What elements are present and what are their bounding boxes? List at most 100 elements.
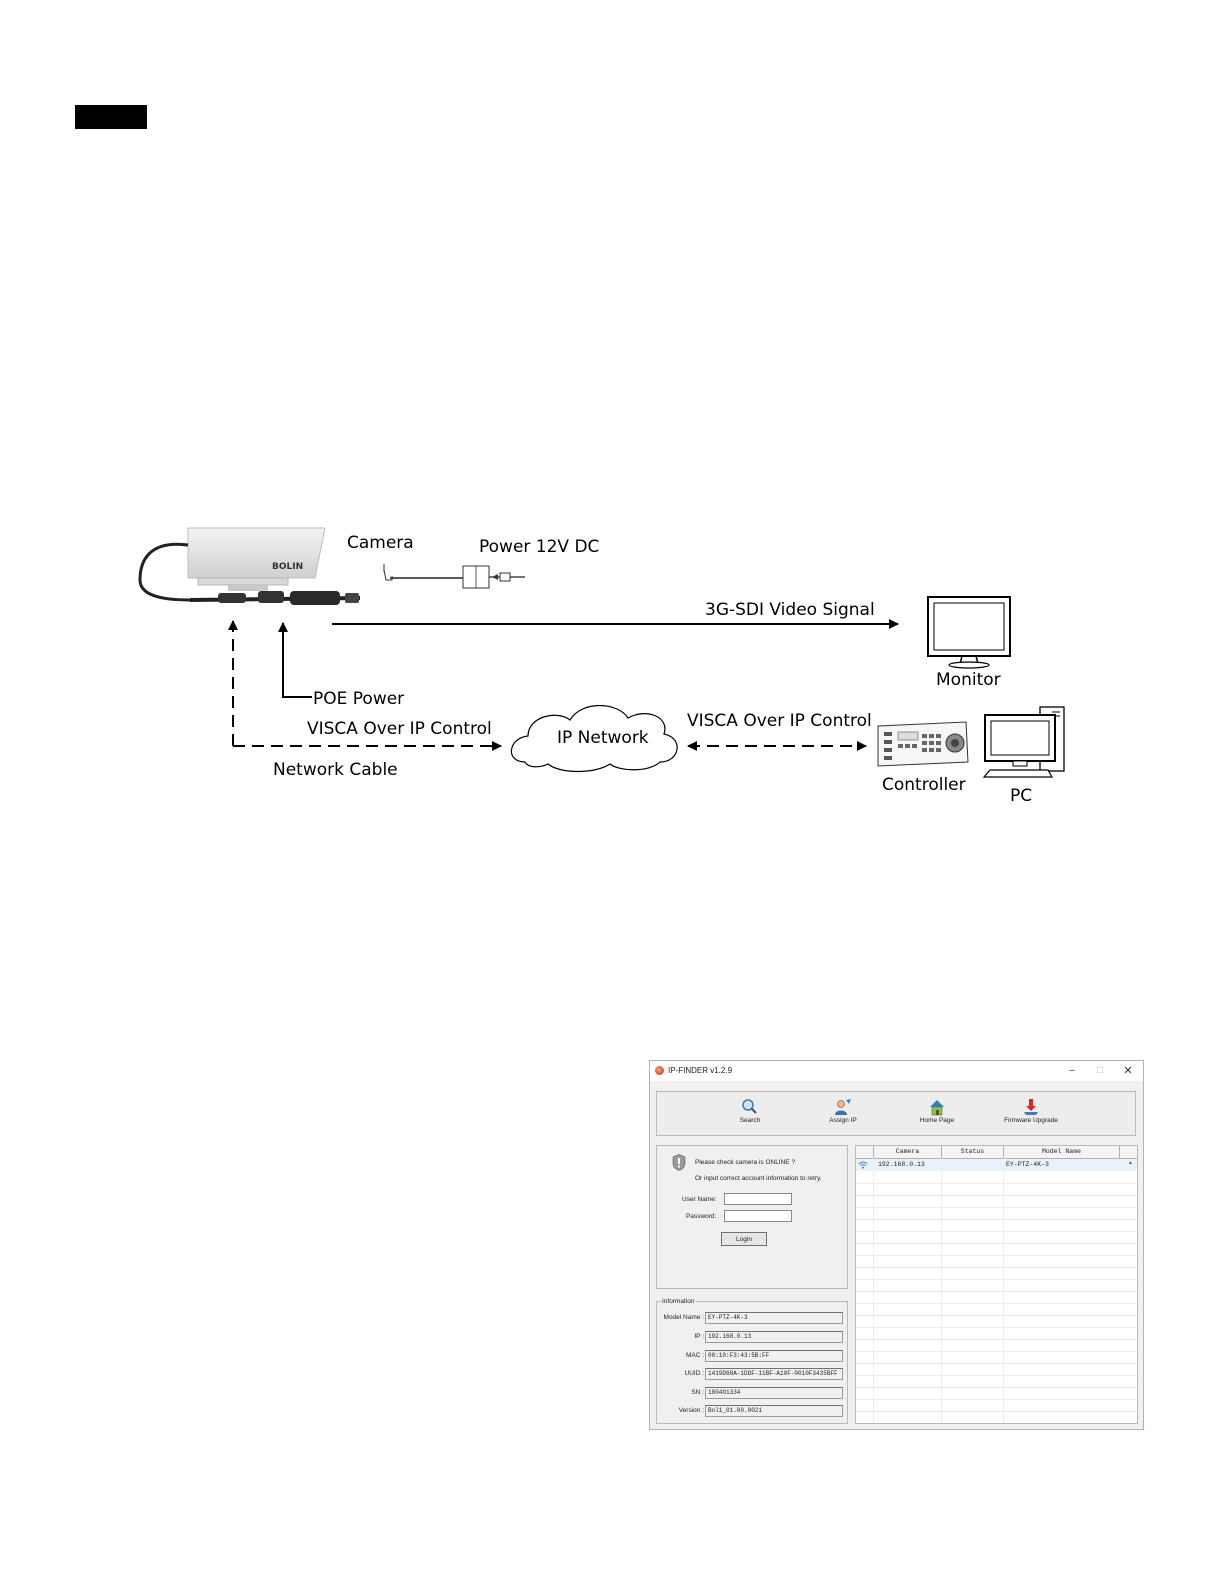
info-row-version: Version : Bol1_01.00.0021 — [657, 1405, 849, 1419]
home-page-button-label: Home Page — [919, 1117, 955, 1124]
info-key: IP : — [694, 1333, 704, 1340]
info-row-ip: IP : 192.168.0.13 — [657, 1331, 849, 1345]
login-panel: Please check camera is ONLINE ? Or input… — [656, 1145, 848, 1289]
model-name-value: EY-PTZ-4K-3 — [705, 1312, 843, 1324]
info-key: SN : — [691, 1389, 704, 1396]
grid-line — [941, 1158, 942, 1423]
info-row-model-name: Model Name : EY-PTZ-4K-3 — [657, 1312, 849, 1326]
poe-label: POE Power — [313, 689, 404, 709]
ip-finder-window: IP-FINDER v1.2.9 – □ ✕ Search Assign IP — [649, 1060, 1144, 1430]
app-icon — [655, 1066, 664, 1075]
version-value: Bol1_01.00.0021 — [705, 1405, 843, 1417]
assign-ip-button[interactable]: Assign IP — [808, 1098, 878, 1124]
brand-logo-text: BOLIN — [272, 562, 303, 572]
wifi-camera-icon — [858, 1161, 868, 1169]
window-title: IP-FINDER v1.2.9 — [668, 1066, 733, 1075]
info-key: Version : — [678, 1407, 704, 1414]
grid-line — [856, 1315, 1137, 1316]
online-check-message: Please check camera is ONLINE ? — [695, 1159, 796, 1166]
grid-line — [856, 1363, 1137, 1364]
ip-network-label: IP Network — [557, 728, 649, 748]
download-arrow-icon — [1024, 1099, 1038, 1115]
grid-line — [873, 1158, 874, 1423]
controller-label: Controller — [882, 775, 966, 795]
info-row-mac: MAC : 00:10:F3:43:5B:FF — [657, 1350, 849, 1364]
network-cable-label: Network Cable — [273, 760, 398, 780]
info-key: Model Name : — [663, 1314, 704, 1321]
pc-icon — [982, 706, 1065, 778]
grid-line — [856, 1291, 1137, 1292]
home-page-button[interactable]: Home Page — [902, 1098, 972, 1124]
grid-line — [856, 1411, 1137, 1412]
column-header-camera[interactable]: Camera — [873, 1146, 941, 1158]
row-model-name: EY-PTZ-4K-3 — [1006, 1161, 1049, 1168]
grid-line — [856, 1375, 1137, 1376]
ip-value: 192.168.0.13 — [705, 1331, 843, 1343]
firmware-upgrade-button-label: Firmware Upgrade — [1004, 1117, 1058, 1124]
grid-line — [1003, 1158, 1004, 1423]
scroll-up-icon[interactable]: ▲ — [1128, 1160, 1133, 1166]
search-button[interactable]: Search — [715, 1098, 785, 1124]
camera-illustration: BOLIN — [138, 527, 361, 605]
power-label: Power 12V DC — [479, 537, 599, 557]
retry-message: Or input correct account information to … — [695, 1175, 822, 1182]
information-group: Information Model Name : EY-PTZ-4K-3 IP … — [656, 1298, 849, 1424]
grid-line — [856, 1207, 1137, 1208]
password-label: Password: — [686, 1213, 717, 1220]
camera-list[interactable]: Camera Status Model Name — [855, 1145, 1138, 1424]
section-tab-marker — [75, 105, 147, 129]
visca-right-label: VISCA Over IP Control — [687, 711, 872, 731]
search-button-label: Search — [739, 1117, 761, 1124]
info-key: UUID : — [684, 1370, 705, 1377]
grid-line — [856, 1399, 1137, 1400]
pc-label: PC — [1010, 786, 1032, 806]
grid-line — [856, 1255, 1137, 1256]
password-input[interactable] — [724, 1210, 792, 1222]
firmware-upgrade-button[interactable]: Firmware Upgrade — [996, 1098, 1066, 1124]
magnifier-icon — [742, 1099, 757, 1114]
uuid-value: 1419D68A-1DDF-11BF-A10F-0010F3435BFF — [705, 1368, 843, 1380]
column-header-model-name[interactable]: Model Name — [1003, 1146, 1119, 1158]
username-input[interactable] — [724, 1193, 792, 1205]
info-row-sn: SN : 180401334 — [657, 1387, 849, 1401]
info-key: MAC : — [685, 1352, 704, 1359]
grid-line — [856, 1351, 1137, 1352]
poe-arrow — [278, 622, 312, 698]
close-button[interactable]: ✕ — [1123, 1065, 1133, 1077]
grid-line — [856, 1219, 1137, 1220]
assign-ip-icon — [835, 1099, 851, 1115]
power-adapter-illustration — [383, 564, 525, 589]
grid-line — [856, 1387, 1137, 1388]
maximize-button[interactable]: □ — [1096, 1065, 1104, 1076]
shield-warning-icon — [672, 1154, 686, 1171]
camera-label: Camera — [347, 533, 414, 553]
grid-line — [856, 1303, 1137, 1304]
grid-line — [856, 1267, 1137, 1268]
controller-icon — [877, 721, 969, 767]
username-label: User Name: — [682, 1196, 717, 1203]
ip-network-cloud — [510, 705, 678, 773]
grid-line — [856, 1339, 1137, 1340]
title-bar: IP-FINDER v1.2.9 – □ ✕ — [650, 1061, 1143, 1081]
minimize-button[interactable]: – — [1069, 1065, 1075, 1076]
camera-list-header: Camera Status Model Name — [856, 1146, 1137, 1159]
grid-line — [856, 1279, 1137, 1280]
login-button[interactable]: Login — [721, 1232, 767, 1246]
information-legend: Information — [661, 1298, 696, 1305]
grid-line — [856, 1183, 1137, 1184]
assign-ip-button-label: Assign IP — [829, 1117, 857, 1124]
mac-value: 00:10:F3:43:5B:FF — [705, 1350, 843, 1362]
visca-left-label: VISCA Over IP Control — [307, 719, 492, 739]
table-row[interactable]: 192.168.0.13 EY-PTZ-4K-3 ▲ — [856, 1159, 1137, 1171]
row-camera-ip: 192.168.0.13 — [878, 1161, 925, 1168]
grid-line — [856, 1327, 1137, 1328]
home-icon — [930, 1100, 944, 1116]
grid-line — [856, 1231, 1137, 1232]
sn-value: 180401334 — [705, 1387, 843, 1399]
column-header-status[interactable]: Status — [941, 1146, 1003, 1158]
info-row-uuid: UUID : 1419D68A-1DDF-11BF-A10F-0010F3435… — [657, 1368, 849, 1382]
column-header-filler — [1119, 1146, 1137, 1158]
connection-diagram: BOLIN Camera Power 12V DC 3G-SDI Video S… — [138, 527, 1065, 806]
grid-line — [856, 1243, 1137, 1244]
grid-line — [856, 1195, 1137, 1196]
